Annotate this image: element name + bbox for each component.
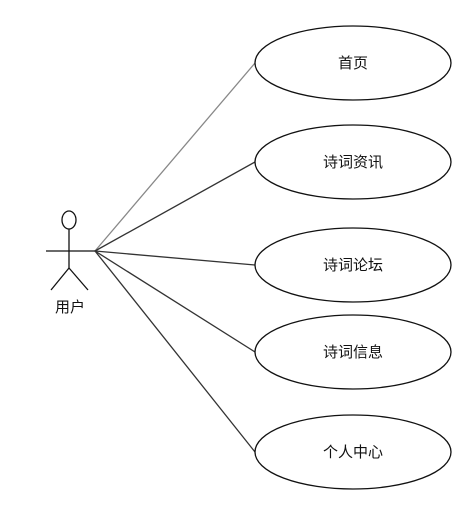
use-case-label: 诗词信息 — [323, 343, 383, 361]
association-line-profile — [94, 250, 256, 453]
actor-user — [46, 210, 95, 291]
use-case-poetry-forum: 诗词论坛 — [254, 227, 452, 303]
association-line-info — [94, 250, 256, 353]
actor-left-leg — [50, 267, 70, 291]
use-case-ellipse — [254, 25, 452, 101]
actor-head — [61, 210, 77, 230]
use-case-label: 个人中心 — [323, 443, 383, 461]
use-case-personal-center: 个人中心 — [254, 414, 452, 490]
use-case-label: 诗词论坛 — [323, 256, 383, 274]
use-case-label: 诗词资讯 — [323, 153, 383, 171]
association-line-homepage — [94, 62, 256, 252]
association-line-forum — [94, 250, 256, 266]
use-case-ellipse — [254, 414, 452, 490]
use-case-ellipse — [254, 227, 452, 303]
use-case-homepage: 首页 — [254, 25, 452, 101]
use-case-ellipse — [254, 124, 452, 200]
association-line-news — [94, 161, 256, 252]
actor-right-leg — [68, 267, 89, 291]
use-case-poetry-info: 诗词信息 — [254, 314, 452, 390]
use-case-poetry-news: 诗词资讯 — [254, 124, 452, 200]
use-case-label: 首页 — [338, 54, 368, 72]
use-case-ellipse — [254, 314, 452, 390]
actor-label: 用户 — [55, 298, 85, 316]
